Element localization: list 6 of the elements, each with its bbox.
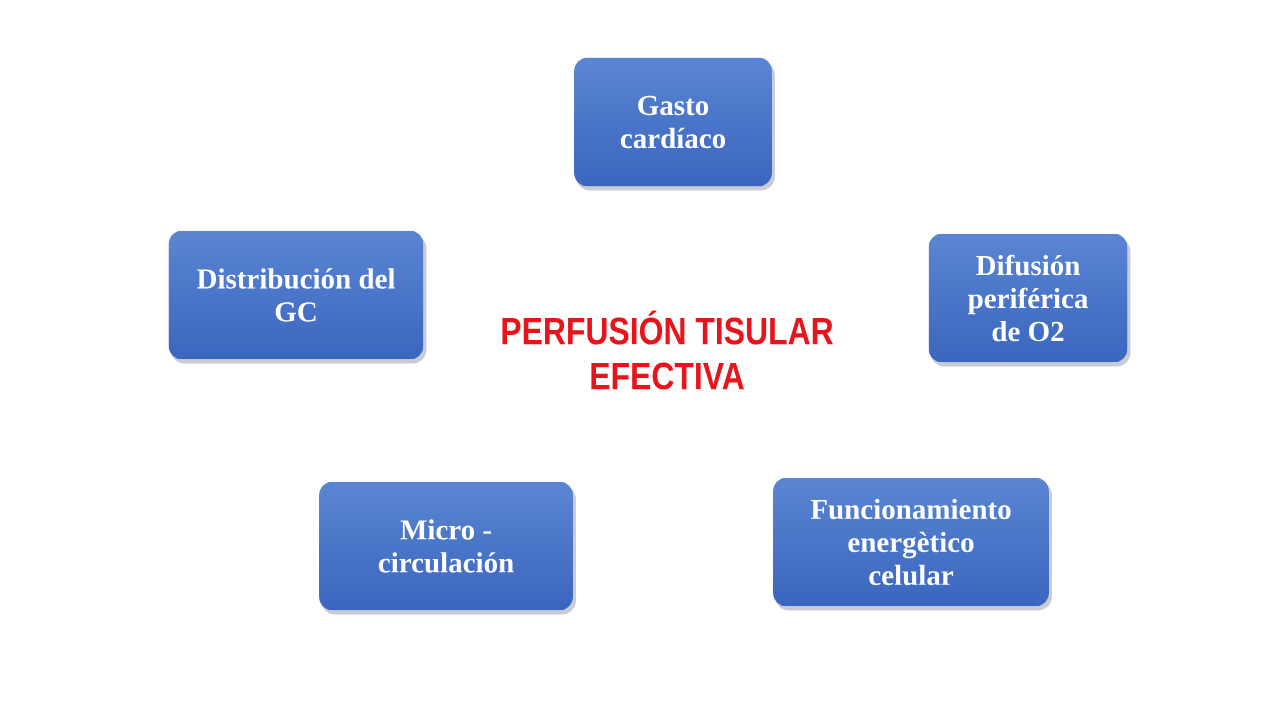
process-box: Distribución del GC <box>168 230 427 364</box>
heading: PERFUSIÓN TISULAR EFECTIVA <box>502 310 833 390</box>
process-box: Gasto cardíaco <box>574 57 775 191</box>
process-box: Difusión periférica de O2 <box>928 233 1131 367</box>
process-box: Micro - circulación <box>319 481 576 615</box>
process-box: Funcionamiento energètico celular <box>773 477 1052 611</box>
